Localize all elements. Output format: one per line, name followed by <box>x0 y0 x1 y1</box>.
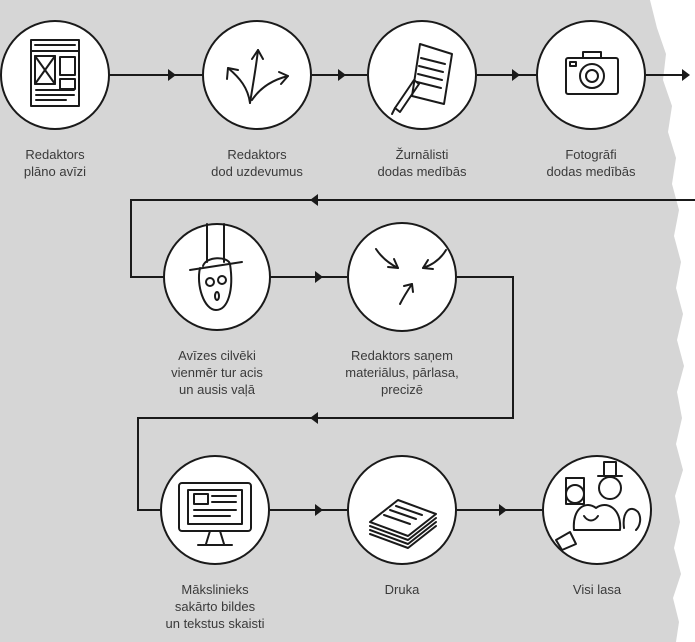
arrowhead <box>310 412 318 424</box>
step-circle-people <box>163 223 271 331</box>
computer-monitor-icon <box>178 482 252 546</box>
camera-icon <box>565 51 619 95</box>
newspaper-layout-icon <box>30 39 80 107</box>
connector-editor-down <box>137 276 514 511</box>
step-label-artist: Mākslinieks sakārto bildes un tekstus sk… <box>165 582 265 631</box>
step-label-journalists: Žurnālisti dodas medībās <box>377 147 467 179</box>
converging-arrows-icon <box>375 248 447 305</box>
torn-paper-edge <box>650 0 695 642</box>
step-label-people: Avīzes cilvēki vienmēr tur acis un ausis… <box>171 348 263 397</box>
connector-return-row2 <box>130 199 695 278</box>
step-circle-assign <box>202 20 312 130</box>
arrowhead <box>338 69 346 81</box>
arrowhead <box>512 69 520 81</box>
step-circle-editor-collects <box>347 222 457 332</box>
step-circle-photographers <box>536 20 646 130</box>
newspaper-stack-icon <box>369 499 437 549</box>
arrowhead <box>168 69 176 81</box>
step-circle-print <box>347 455 457 565</box>
arrowhead <box>682 69 690 81</box>
step-label-photographers: Fotogrāfi dodas medībās <box>546 147 636 179</box>
hanging-person-icon <box>189 223 243 311</box>
arrowhead <box>310 194 318 206</box>
step-label-plan: Redaktors plāno avīzi <box>23 147 87 179</box>
reading-people-icon <box>555 461 642 551</box>
arrowhead <box>315 271 323 283</box>
step-label-print: Druka <box>384 582 420 597</box>
arrowhead <box>499 504 507 516</box>
pen-and-paper-icon <box>391 43 453 115</box>
branching-arrows-icon <box>226 49 289 104</box>
step-label-assign: Redaktors dod uzdevumus <box>211 147 303 179</box>
arrowheads <box>168 69 690 516</box>
step-circle-readers <box>542 455 652 565</box>
step-label-readers: Visi lasa <box>572 582 622 597</box>
arrowhead <box>315 504 323 516</box>
step-label-editor-collects: Redaktors saņem materiālus, pārlasa, pre… <box>345 348 459 397</box>
